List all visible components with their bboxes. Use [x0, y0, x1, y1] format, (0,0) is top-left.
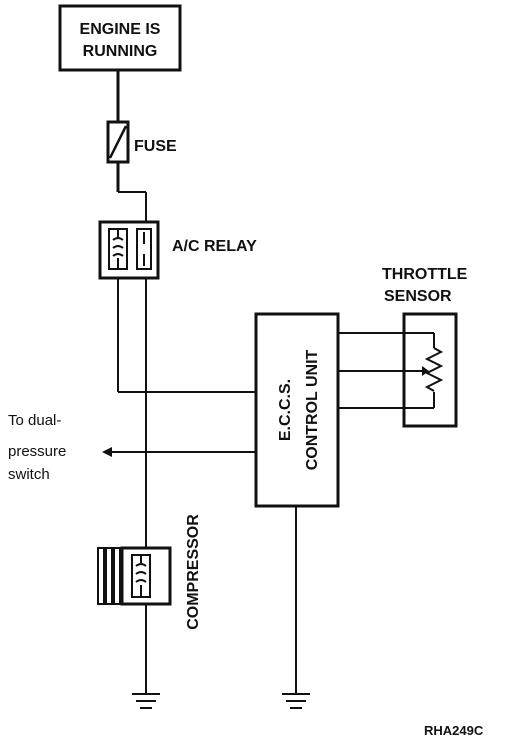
fuse: FUSE — [106, 120, 177, 164]
engine-running-box: ENGINE IS RUNNING — [58, 4, 182, 72]
compressor-label: COMPRESSOR — [185, 514, 202, 630]
engine-label-line2: RUNNING — [83, 43, 158, 60]
dual-pressure-line2: pressure — [8, 443, 66, 460]
throttle-label-line1: THROTTLE — [382, 266, 468, 283]
throttle-sensor: THROTTLE SENSOR — [382, 266, 468, 428]
compressor: COMPRESSOR — [97, 514, 202, 630]
ecu-ground — [282, 506, 310, 709]
relay-label: A/C RELAY — [172, 238, 257, 255]
ecu-box: E.C.C.S. CONTROL UNIT — [254, 312, 340, 508]
ac-relay: A/C RELAY — [98, 220, 257, 280]
engine-label-line1: ENGINE IS — [80, 21, 161, 38]
dual-pressure-line1: To dual- — [8, 412, 61, 429]
throttle-label-line2: SENSOR — [384, 288, 452, 305]
figure-code: RHA249C — [424, 723, 484, 738]
dual-pressure-line3: switch — [8, 466, 50, 483]
dual-pressure-lead: To dual- pressure switch — [8, 412, 256, 483]
fuse-label: FUSE — [134, 138, 177, 155]
compressor-ground — [132, 604, 160, 709]
ecu-label-line2: CONTROL UNIT — [304, 349, 321, 470]
ecu-label-line1: E.C.C.S. — [277, 379, 294, 441]
